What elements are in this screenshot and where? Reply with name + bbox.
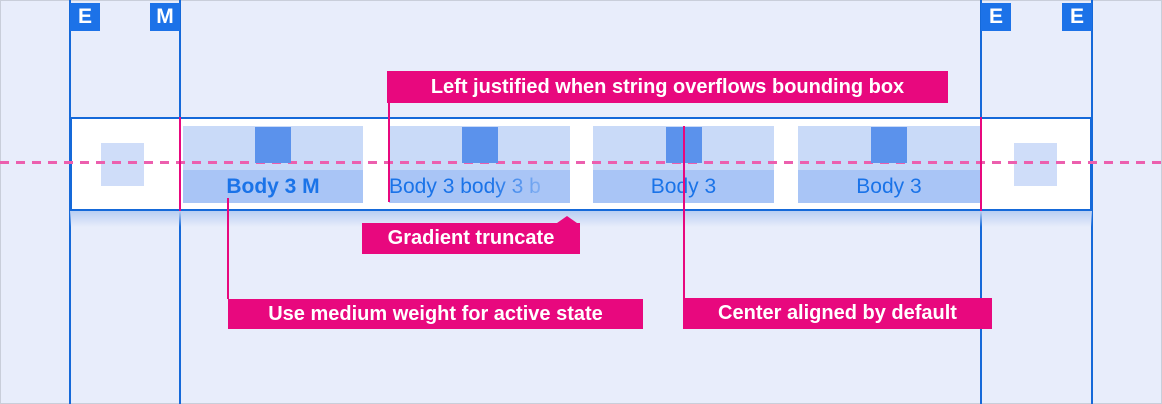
- edge-placeholder-left: [101, 143, 144, 186]
- marker-e-left: E: [70, 3, 100, 31]
- pink-guide-segment-e: [980, 117, 982, 211]
- connector-left-justified: [388, 103, 390, 202]
- tab-label: Body 3: [798, 170, 980, 203]
- tab-icon-placeholder: [255, 127, 291, 163]
- connector-medium-weight: [227, 198, 229, 299]
- annotation-center-aligned: Center aligned by default: [683, 298, 992, 329]
- edge-placeholder-right: [1014, 143, 1057, 186]
- tab-bar-shadow: [70, 211, 1092, 227]
- connector-center-aligned: [683, 126, 685, 298]
- marker-m: M: [150, 3, 180, 31]
- annotation-medium-weight: Use medium weight for active state: [228, 299, 643, 329]
- annotation-text: Gradient truncate: [387, 227, 555, 249]
- tab-icon-placeholder: [871, 127, 907, 163]
- marker-e-right-outer: E: [1062, 3, 1092, 31]
- annotation-left-justified: Left justified when string overflows bou…: [387, 71, 948, 103]
- tab-body3-fourth[interactable]: Body 3: [798, 126, 980, 203]
- tab-icon-placeholder: [461, 127, 498, 163]
- tab-label: Body 3 body 3 b: [389, 170, 570, 203]
- tab-label: Body 3 M: [183, 170, 363, 203]
- pink-guide-segment-m: [179, 117, 181, 211]
- annotation-pointer-arrow: [557, 216, 577, 223]
- center-dashed-guide-line: [0, 161, 1162, 164]
- guide-line-e-right-outer: [1091, 0, 1093, 404]
- gradient-truncate-fade: [490, 170, 570, 203]
- marker-e-right-inner: E: [981, 3, 1011, 31]
- tab-overflow-body3[interactable]: Body 3 body 3 b: [389, 126, 570, 203]
- annotation-gradient-truncate: Gradient truncate: [362, 216, 580, 254]
- tab-active-body3m[interactable]: Body 3 M: [183, 126, 363, 203]
